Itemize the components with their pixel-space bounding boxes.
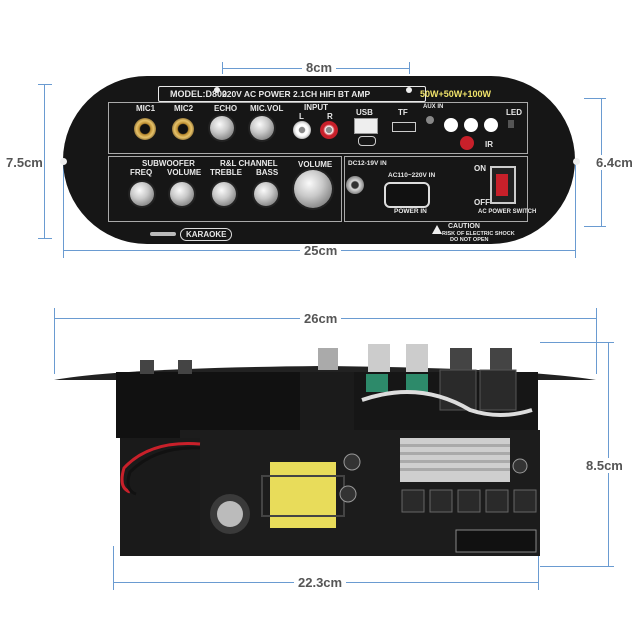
usb-port[interactable] — [354, 118, 378, 134]
mic-icon — [150, 232, 176, 236]
mic1-jack[interactable] — [134, 118, 156, 140]
mount-hole-top — [214, 87, 220, 93]
echo-label: ECHO — [214, 104, 238, 113]
usb-label: USB — [356, 108, 373, 117]
panel-width-label: 25cm — [300, 243, 342, 258]
right-height-label: 6.4cm — [596, 155, 633, 170]
caution-line1: RISK OF ELECTRIC SHOCK — [442, 231, 515, 237]
model-label: MODEL:D800 — [170, 89, 228, 99]
power-rating: 50W+50W+100W — [420, 89, 492, 99]
dc-in-label: DC12-19V IN — [348, 160, 387, 167]
tf-slot[interactable] — [392, 122, 416, 132]
rl-channel-label: R&L CHANNEL — [220, 159, 278, 168]
aux-in-jack[interactable] — [426, 116, 434, 124]
subwoofer-label: SUBWOOFER — [142, 159, 195, 168]
top-width-tick-right — [409, 62, 410, 74]
treble-label: TREBLE — [210, 168, 242, 177]
amp-title: 220V AC POWER 2.1CH HIFI BT AMP — [222, 89, 371, 99]
ir-receiver — [460, 136, 474, 150]
mic-vol-knob[interactable] — [250, 116, 274, 140]
ac-power-socket[interactable] — [384, 182, 430, 208]
mic-vol-label: MIC.VOL — [250, 104, 284, 113]
left-height-line — [44, 84, 45, 239]
mount-hole-top-right — [406, 87, 412, 93]
aux-in-label: AUX IN — [423, 104, 444, 110]
mount-hole-left — [60, 158, 67, 165]
upper-controls-frame — [108, 102, 528, 154]
lower-controls-frame — [108, 156, 342, 222]
rca-input-left[interactable] — [293, 121, 311, 139]
panel-width-tick-right — [575, 164, 576, 258]
board-height-label: 8.5cm — [586, 458, 623, 473]
right-height-tick-top — [584, 98, 606, 99]
bass-label: BASS — [256, 168, 279, 177]
right-height-tick-bottom — [584, 226, 606, 227]
top-width-label: 8cm — [302, 60, 337, 75]
left-height-tick-bottom — [38, 238, 52, 239]
board-width-tick-right — [596, 308, 597, 374]
panel-width-tick-left — [63, 164, 64, 258]
master-volume-knob[interactable] — [294, 170, 332, 208]
board-height-tick-bottom — [540, 566, 614, 567]
board-height-tick-top — [540, 342, 614, 343]
left-height-tick-top — [38, 84, 52, 85]
caution-line2: DO NOT OPEN — [450, 237, 489, 243]
ac-in-label: AC110~220V IN — [388, 172, 436, 179]
karaoke-label: KARAOKE — [180, 228, 233, 241]
board-width-label: 26cm — [300, 311, 342, 326]
switch-on-label: ON — [474, 164, 486, 173]
echo-knob[interactable] — [210, 116, 234, 140]
input-label: INPUT — [304, 103, 328, 112]
power-section-frame — [344, 156, 528, 222]
board-base-tick-right — [538, 546, 539, 590]
led-indicator — [508, 120, 514, 128]
led-label: LED — [506, 108, 522, 117]
freq-label: FREQ — [130, 168, 153, 177]
mic2-label: MIC2 — [174, 104, 194, 113]
sub-volume-label: VOLUME — [167, 168, 202, 177]
tf-label: TF — [398, 108, 408, 117]
ac-switch-label: AC POWER SWITCH — [478, 209, 537, 215]
mount-hole-right — [573, 158, 580, 165]
sub-volume-knob[interactable] — [170, 182, 194, 206]
rca-input-right[interactable] — [320, 121, 338, 139]
volume-label: VOLUME — [298, 160, 333, 169]
model-label-frame — [158, 86, 426, 102]
top-width-tick-left — [222, 62, 223, 74]
treble-knob[interactable] — [212, 182, 236, 206]
dc-in-jack[interactable] — [346, 176, 364, 194]
freq-knob[interactable] — [130, 182, 154, 206]
warning-icon — [432, 225, 442, 234]
next-track-button[interactable] — [484, 118, 498, 132]
board-base-tick-left — [113, 546, 114, 590]
bass-knob[interactable] — [254, 182, 278, 206]
usb-icon — [358, 136, 376, 146]
switch-off-label: OFF — [474, 198, 490, 207]
left-height-label: 7.5cm — [6, 155, 43, 170]
input-r-label: R — [327, 112, 333, 121]
ir-label: IR — [485, 140, 493, 149]
board-base-label: 22.3cm — [294, 575, 347, 590]
input-l-label: L — [299, 112, 304, 121]
prev-track-button[interactable] — [444, 118, 458, 132]
play-pause-button[interactable] — [464, 118, 478, 132]
board-height-line — [608, 342, 609, 567]
power-in-label: POWER IN — [394, 208, 427, 215]
amplifier-front-panel — [63, 76, 575, 244]
mic2-jack[interactable] — [172, 118, 194, 140]
caution-label: CAUTION — [448, 223, 480, 230]
mic1-label: MIC1 — [136, 104, 156, 113]
ac-power-switch-rocker — [496, 174, 508, 196]
board-width-tick-left — [54, 308, 55, 374]
